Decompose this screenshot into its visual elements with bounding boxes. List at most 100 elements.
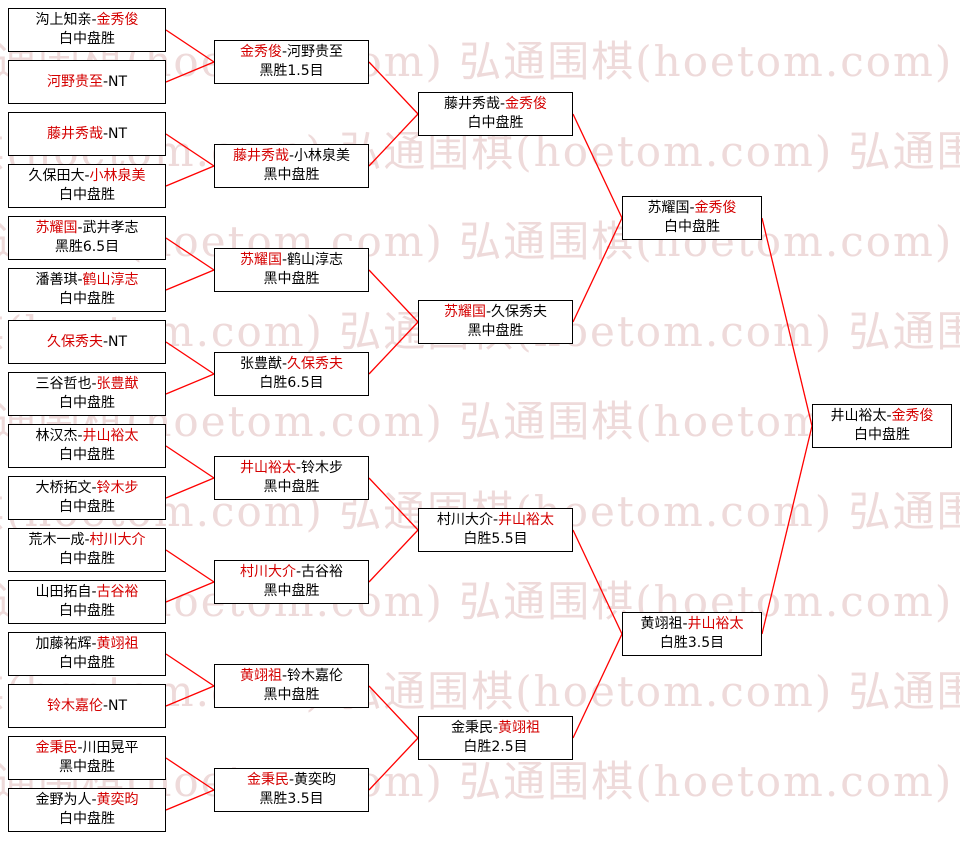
match-players: 井山裕太-金秀俊: [830, 407, 933, 426]
player-name: 金秉民-: [450, 720, 499, 736]
match-result: 白中盘胜: [59, 551, 115, 567]
bracket-connector: [165, 445, 215, 479]
player-name: -NT: [102, 125, 128, 142]
bracket-connector: [368, 61, 419, 115]
bracket-connector: [165, 373, 215, 395]
bracket-connector: [368, 685, 419, 739]
winner-name: 金秀俊: [505, 96, 548, 112]
player-name: 张豊猷-: [239, 356, 288, 372]
match-players: 林汉杰-井山裕太: [35, 427, 138, 446]
match-box-round1-15: 金秉民-川田晃平黑中盘胜: [8, 736, 166, 780]
bracket-connector: [368, 477, 419, 531]
match-result: 白胜2.5目: [463, 739, 528, 755]
match-box-round1-7: 久保秀夫-NT: [8, 320, 166, 364]
player-name: 大桥拓文-: [35, 480, 97, 496]
player-name: 久保田大-: [28, 168, 90, 184]
player-name: -铃木嘉伦: [281, 668, 344, 684]
player-name: 荒木一成-: [28, 532, 90, 548]
match-players: 加藤祐辉-黄翊祖: [35, 635, 138, 654]
match-players: 金秉民-川田晃平: [35, 739, 138, 758]
winner-name: 苏耀国: [443, 304, 486, 320]
match-box-round3-2: 苏耀国-久保秀夫黑中盘胜: [418, 300, 573, 344]
match-players: 黄翊祖-井山裕太: [640, 615, 743, 634]
bracket-connector: [165, 653, 215, 687]
player-name: -黄奕昀: [288, 772, 337, 788]
match-players: 山田拓自-古谷裕: [35, 583, 138, 602]
player-name: -川田晃平: [77, 740, 139, 756]
match-box-round2-7: 黄翊祖-铃木嘉伦黑中盘胜: [214, 664, 369, 708]
match-players: 三谷哲也-张豊猷: [35, 375, 138, 394]
player-name: 村川大介-: [436, 512, 499, 528]
match-result: 白胜3.5目: [659, 635, 725, 651]
bracket-connector: [165, 757, 215, 791]
player-name: -鹤山淳志: [281, 252, 344, 268]
winner-name: 金秀俊: [694, 200, 737, 216]
bracket-connector: [368, 737, 419, 791]
bracket-connector: [368, 113, 419, 167]
match-result: 白中盘胜: [59, 395, 115, 411]
winner-name: 黄奕昀: [96, 792, 139, 808]
bracket-connector: [368, 269, 419, 323]
match-box-round1-12: 山田拓自-古谷裕白中盘胜: [8, 580, 166, 624]
player-name: -古谷裕: [295, 564, 344, 580]
winner-name: 河野贵至: [46, 73, 103, 90]
player-name: 三谷哲也-: [35, 376, 97, 392]
match-box-round3-4: 金秉民-黄翊祖白胜2.5目: [418, 716, 573, 760]
match-players: 金野为人-黄奕昀: [35, 791, 138, 810]
match-players: 金秉民-黄奕昀: [247, 771, 336, 790]
winner-name: 铃木嘉伦: [46, 697, 103, 714]
match-box-round1-6: 潘善琪-鹤山淳志白中盘胜: [8, 268, 166, 312]
winner-name: 黄翊祖: [498, 720, 541, 736]
winner-name: 黄翊祖: [96, 636, 139, 652]
player-name: 黄翊祖-: [640, 616, 688, 632]
match-players: 沟上知亲-金秀俊: [35, 11, 138, 30]
match-result: 白中盘胜: [59, 499, 115, 515]
winner-name: 村川大介: [89, 532, 146, 548]
match-players: 藤井秀哉-小林泉美: [233, 147, 350, 166]
match-box-round1-11: 荒木一成-村川大介白中盘胜: [8, 528, 166, 572]
bracket-connector: [761, 425, 813, 635]
match-box-round1-13: 加藤祐辉-黄翊祖白中盘胜: [8, 632, 166, 676]
match-box-round2-1: 金秀俊-河野贵至黑胜1.5目: [214, 40, 369, 84]
match-box-round2-2: 藤井秀哉-小林泉美黑中盘胜: [214, 144, 369, 188]
match-box-round1-8: 三谷哲也-张豊猷白中盘胜: [8, 372, 166, 416]
bracket-connector: [165, 269, 215, 291]
bracket-connector: [572, 633, 623, 739]
player-name: 山田拓自-: [35, 584, 97, 600]
match-result: 黑中盘胜: [263, 479, 320, 495]
winner-name: 藤井秀哉: [46, 125, 103, 142]
bracket-connector: [165, 549, 215, 583]
match-players: 黄翊祖-铃木嘉伦: [240, 667, 343, 686]
match-result: 黑中盘胜: [263, 271, 320, 287]
match-result: 黑胜6.5目: [54, 239, 120, 255]
match-players: 大桥拓文-铃木步: [35, 479, 138, 498]
match-result: 黑中盘胜: [263, 167, 320, 183]
match-box-round1-1: 沟上知亲-金秀俊白中盘胜: [8, 8, 166, 52]
match-result: 黑中盘胜: [263, 687, 320, 703]
match-box-round3-3: 村川大介-井山裕太白胜5.5目: [418, 508, 573, 552]
match-result: 白中盘胜: [664, 219, 720, 235]
bracket-connector: [368, 529, 419, 583]
match-box-round1-2: 河野贵至-NT: [8, 60, 166, 104]
match-players: 久保秀夫-NT: [47, 333, 127, 352]
bracket-connector: [761, 217, 813, 427]
match-players: 苏耀国-久保秀夫: [444, 303, 547, 322]
match-box-round3-1: 藤井秀哉-金秀俊白中盘胜: [418, 92, 573, 136]
player-name: -NT: [102, 697, 128, 714]
bracket-connector: [165, 237, 215, 271]
match-players: 金秉民-黄翊祖: [451, 719, 540, 738]
winner-name: 苏耀国: [35, 220, 78, 236]
bracket-connector: [165, 685, 215, 707]
winner-name: 村川大介: [239, 564, 296, 580]
player-name: 沟上知亲-: [35, 12, 97, 28]
player-name: 加藤祐辉-: [35, 636, 97, 652]
winner-name: 苏耀国: [239, 252, 282, 268]
bracket-connector: [572, 113, 623, 219]
bracket-connector: [165, 477, 215, 499]
match-players: 荒木一成-村川大介: [28, 531, 145, 550]
match-box-final-1: 井山裕太-金秀俊白中盘胜: [812, 404, 952, 448]
match-box-round1-5: 苏耀国-武井孝志黑胜6.5目: [8, 216, 166, 260]
winner-name: 藤井秀哉: [232, 148, 289, 164]
